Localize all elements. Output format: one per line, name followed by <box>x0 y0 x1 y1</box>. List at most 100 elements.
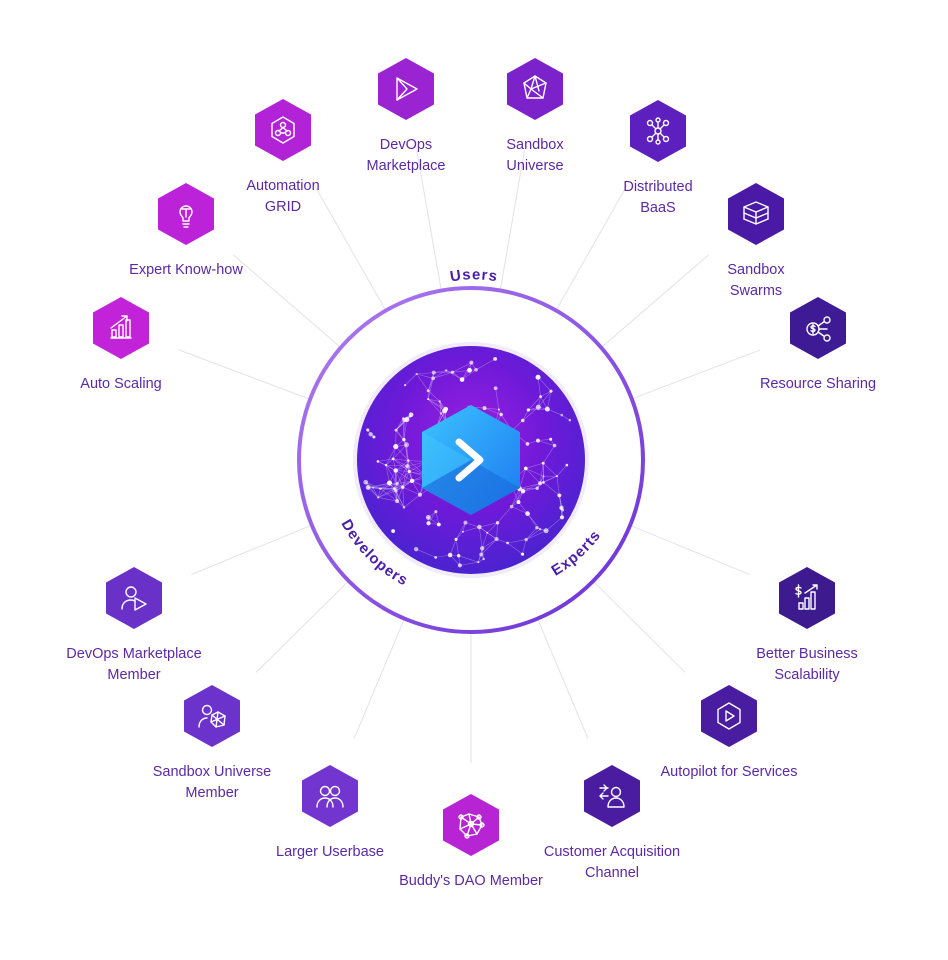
mesh-dot <box>477 561 480 564</box>
mesh-dot <box>543 528 549 534</box>
connector-line-devops-marketplace-member <box>191 525 311 575</box>
center-logo <box>422 405 520 515</box>
mesh-dot <box>395 499 400 504</box>
mesh-dot <box>552 443 557 448</box>
mesh-link <box>455 531 464 540</box>
mesh-link <box>365 481 381 489</box>
mesh-link <box>372 487 379 498</box>
mesh-dot <box>438 400 441 403</box>
mesh-link <box>372 487 395 489</box>
mesh-dot <box>407 469 411 474</box>
mesh-dot <box>409 415 412 418</box>
mesh-dot <box>555 475 558 478</box>
mesh-link <box>481 538 497 555</box>
lightbulb-icon <box>179 205 193 228</box>
mesh-dot <box>516 500 521 505</box>
mesh-link <box>525 468 544 477</box>
mesh-link <box>385 446 397 466</box>
mesh-dot <box>365 485 371 490</box>
mesh-link <box>519 468 527 489</box>
mesh-link <box>365 482 379 498</box>
mesh-link <box>495 388 500 410</box>
connector-line-expert-knowhow <box>232 254 340 347</box>
mesh-link <box>507 539 527 544</box>
mesh-link <box>395 429 405 440</box>
mesh-link <box>402 471 410 488</box>
mesh-dot <box>482 557 485 561</box>
mesh-dot <box>542 475 545 478</box>
mesh-dot <box>474 367 478 372</box>
mesh-link <box>465 522 480 528</box>
mesh-dot <box>415 372 418 376</box>
node-label: Auto Scaling <box>80 376 162 392</box>
connector-line-better-business <box>631 525 750 575</box>
mesh-dot <box>559 515 565 520</box>
mesh-dot <box>467 367 472 373</box>
mesh-link <box>427 398 445 412</box>
mesh-link <box>403 439 409 461</box>
mesh-dot <box>499 412 503 417</box>
mesh-dot <box>520 418 525 423</box>
mesh-link <box>407 466 413 482</box>
users-icon <box>316 785 344 808</box>
mesh-dot <box>425 515 431 520</box>
mesh-dot <box>417 492 423 497</box>
mesh-link <box>428 398 440 402</box>
mesh-dot <box>557 493 562 498</box>
mesh-link <box>511 488 520 507</box>
mesh-dot <box>568 419 572 422</box>
mesh-dot <box>509 504 514 509</box>
connector-line-customer-acquisition <box>537 620 589 740</box>
node-label: Better Business Scalability <box>756 646 858 683</box>
mesh-dot <box>495 521 500 525</box>
mesh-dot <box>426 389 430 393</box>
mesh-link <box>528 396 541 411</box>
mesh-link <box>522 409 529 421</box>
mesh-dot <box>457 554 461 558</box>
mesh-link <box>542 445 555 464</box>
mesh-link <box>394 470 397 489</box>
mesh-link <box>416 373 429 391</box>
mesh-link <box>484 407 499 410</box>
mesh-dot <box>535 404 541 410</box>
mesh-link <box>484 407 502 415</box>
mesh-dot <box>535 526 539 530</box>
mesh-link <box>525 462 544 469</box>
mesh-dot <box>401 417 405 420</box>
mesh-dot <box>394 488 398 493</box>
mesh-link <box>406 444 409 461</box>
mesh-link <box>537 440 555 446</box>
node-label: DevOps Marketplace <box>366 137 446 174</box>
mesh-link <box>547 391 552 410</box>
mesh-link <box>537 438 551 441</box>
mesh-dot <box>393 468 398 473</box>
mesh-dot <box>403 442 410 448</box>
mesh-link <box>385 458 394 466</box>
mesh-link <box>556 476 560 496</box>
node-label: Distributed BaaS <box>623 179 693 216</box>
mesh-link <box>377 488 381 498</box>
play-hex-icon <box>717 702 741 730</box>
mesh-dot <box>409 478 415 484</box>
mesh-dot <box>402 506 406 509</box>
mesh-dot <box>526 408 530 412</box>
mesh-link <box>537 377 552 392</box>
mesh-link <box>407 465 426 476</box>
mesh-dot <box>520 552 525 556</box>
mesh-dot <box>431 376 436 381</box>
mesh-link <box>392 444 407 460</box>
user-polyhedron-icon <box>198 704 226 728</box>
mesh-dot <box>443 406 449 412</box>
mesh-link <box>507 542 523 555</box>
mesh-link <box>428 511 437 524</box>
node-label: Sandbox Universe Member <box>152 764 272 801</box>
mesh-link <box>372 482 390 488</box>
mesh-link <box>519 482 541 489</box>
mesh-link <box>522 487 538 492</box>
mesh-dot <box>497 408 500 411</box>
node-label: Sandbox Universe <box>506 137 564 174</box>
mesh-link <box>522 539 527 555</box>
mesh-link <box>543 482 560 496</box>
mesh-link <box>458 555 479 563</box>
